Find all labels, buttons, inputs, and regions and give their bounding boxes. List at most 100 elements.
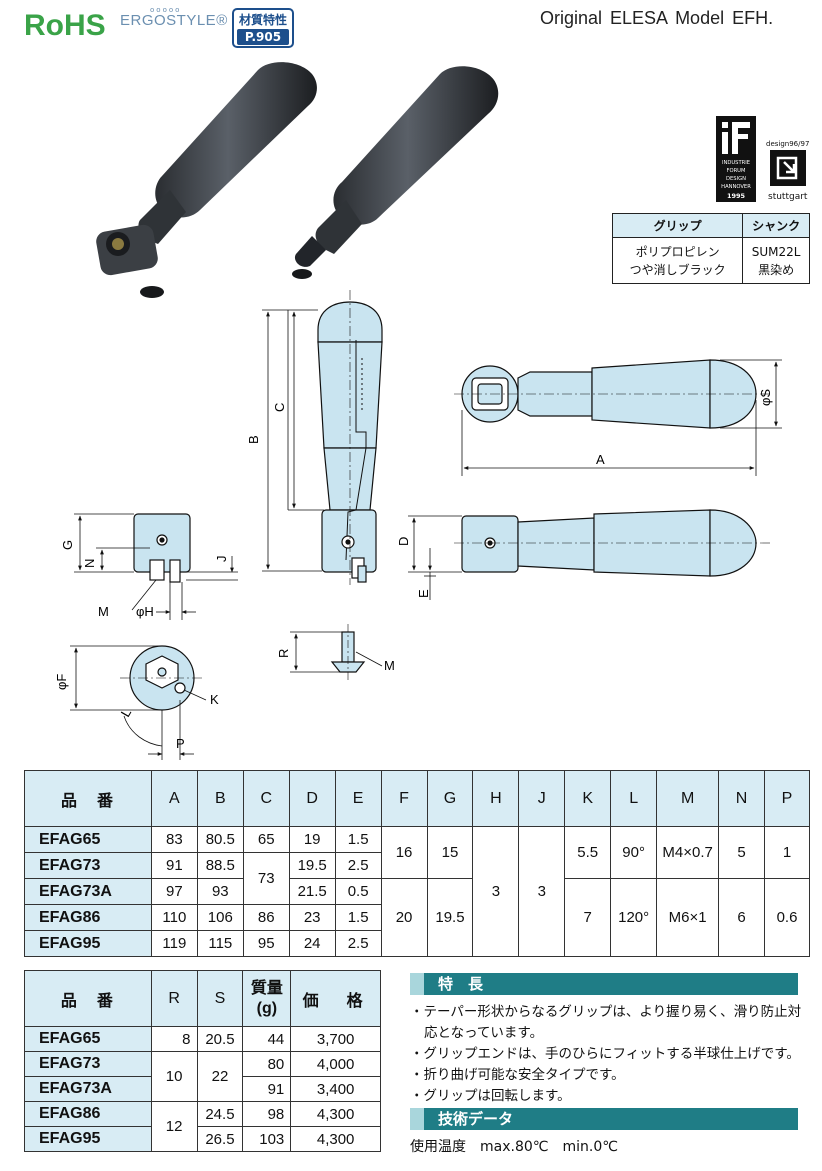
price-mass: 80 xyxy=(242,1051,292,1077)
spec-a: 110 xyxy=(150,904,198,931)
screw-detail xyxy=(330,624,366,680)
spec-m-group1: M4×0.7 xyxy=(656,826,720,879)
dim-m-label: M xyxy=(98,604,109,619)
tech-data-heading: 技術データ xyxy=(410,1108,798,1130)
spec-p-group1: 1 xyxy=(764,826,810,879)
feature-item: グリップエンドは、手のひらにフィットする半球仕上げです。 xyxy=(410,1044,810,1065)
spec-a: 83 xyxy=(150,826,198,853)
spec-row: EFAG73 91 88.5 73 19.5 2.5 xyxy=(24,852,810,905)
spec-l-group1: 90° xyxy=(610,826,658,879)
spec-header-p: P xyxy=(764,770,810,827)
dim-l-label: L xyxy=(118,706,135,720)
dim-m-screw-label: M xyxy=(384,658,395,673)
price-part-number: EFAG73 xyxy=(24,1051,152,1077)
dim-a-label: A xyxy=(596,452,605,467)
spec-header-l: L xyxy=(610,770,658,827)
price-mass: 91 xyxy=(242,1076,292,1102)
feature-item: テーパー形状からなるグリップは、より握り易く、滑り防止対応となっています。 xyxy=(410,1002,810,1044)
price-row: EFAG86 12 24.5 98 4,300 xyxy=(24,1101,381,1152)
spec-header-k: K xyxy=(564,770,612,827)
price-r-merged: 12 xyxy=(150,1101,198,1152)
spec-b: 93 xyxy=(196,878,244,905)
price-mass: 44 xyxy=(242,1026,292,1052)
price-value: 4,300 xyxy=(290,1126,381,1152)
spec-m-group2: M6×1 xyxy=(656,878,720,957)
spec-header-j: J xyxy=(518,770,566,827)
dim-k-label: K xyxy=(210,692,219,707)
dim-g-label: G xyxy=(60,540,75,550)
if-design-award-icon: INDUSTRIE FORUM DESIGN HANNOVER 1995 xyxy=(716,116,756,202)
spec-d: 19.5 xyxy=(288,852,336,879)
spec-e: 2.5 xyxy=(334,852,382,879)
spec-b: 88.5 xyxy=(196,852,244,879)
price-part-number: EFAG95 xyxy=(24,1126,152,1152)
dim-f-label: φF xyxy=(54,674,69,690)
price-s-merged: 22 xyxy=(196,1051,244,1102)
spec-header-a: A xyxy=(150,770,198,827)
spec-header-m: M xyxy=(656,770,720,827)
spec-header-g: G xyxy=(426,770,474,827)
features-list: テーパー形状からなるグリップは、より握り易く、滑り防止対応となっています。 グリ… xyxy=(410,1002,810,1107)
front-elevation xyxy=(317,290,383,585)
stuttgart-award: design96/97 stuttgart xyxy=(766,140,810,202)
spec-h: 3 xyxy=(472,826,520,957)
spec-d: 24 xyxy=(288,930,336,957)
spec-b: 115 xyxy=(196,930,244,957)
feature-item: 折り曲げ可能な安全タイプです。 xyxy=(410,1065,810,1086)
spec-header-d: D xyxy=(288,770,336,827)
dim-b-label: B xyxy=(246,435,261,444)
price-part-number: EFAG73A xyxy=(24,1076,152,1102)
rohs-logo: RoHS xyxy=(24,9,106,40)
material-badge[interactable]: 材質特性 P.905 xyxy=(232,8,294,48)
spec-c: 95 xyxy=(242,930,290,957)
top-dimensions xyxy=(461,359,782,476)
if-line-3: DESIGN xyxy=(726,176,746,182)
spec-l-group2: 120° xyxy=(610,878,658,957)
spec-d: 21.5 xyxy=(288,878,336,905)
tech-data-text: 使用温度 max.80℃ min.0℃ xyxy=(410,1139,618,1155)
spec-b: 80.5 xyxy=(196,826,244,853)
feature-item: グリップは回転します。 xyxy=(410,1086,810,1107)
spec-header-c: C xyxy=(242,770,290,827)
price-header-price: 価 格 xyxy=(290,970,381,1027)
spec-f-group2: 20 xyxy=(380,878,428,957)
stuttgart-caption: design96/97 xyxy=(766,140,810,148)
screw-dimensions xyxy=(290,631,383,673)
material-shank: SUM22L 黒染め xyxy=(742,237,810,284)
material-badge-page: P.905 xyxy=(237,29,289,45)
spec-d: 19 xyxy=(288,826,336,853)
spec-a: 119 xyxy=(150,930,198,957)
price-row: EFAG73A 91 3,400 xyxy=(24,1076,381,1102)
side-view xyxy=(454,509,770,577)
dim-c-label: C xyxy=(272,403,287,412)
price-row: EFAG95 26.5 103 4,300 xyxy=(24,1126,381,1152)
price-header-mass-line1: 質量 xyxy=(250,979,283,997)
spec-f-group1: 16 xyxy=(380,826,428,879)
price-value: 3,700 xyxy=(290,1026,381,1052)
spec-row: EFAG95 119 115 95 24 2.5 xyxy=(24,930,810,957)
price-r: 8 xyxy=(150,1026,198,1052)
spec-part-number: EFAG65 xyxy=(24,826,152,853)
spec-header-b: B xyxy=(196,770,244,827)
price-table: 品 番 R S 質量 (g) 価 格 EFAG65 8 20.5 44 3,70… xyxy=(24,970,381,1152)
material-header-grip: グリップ xyxy=(611,213,744,238)
spec-part-number: EFAG95 xyxy=(24,930,152,957)
spec-row: EFAG73A 97 93 21.5 0.5 20 19.5 7 120° M6… xyxy=(24,878,810,957)
bottom-dimensions xyxy=(70,645,207,760)
price-header-mass-line2: (g) xyxy=(256,999,278,1017)
price-header-r: R xyxy=(150,970,198,1027)
spec-part-number: EFAG73A xyxy=(24,878,152,905)
side-dimensions xyxy=(408,515,462,600)
spec-e: 0.5 xyxy=(334,878,382,905)
bottom-detail xyxy=(120,645,204,711)
spec-n-group2: 6 xyxy=(718,878,765,957)
material-shank-line2: 黒染め xyxy=(758,262,795,277)
spec-header-h: H xyxy=(472,770,520,827)
price-header-pn: 品 番 xyxy=(24,970,152,1027)
spec-row: EFAG65 83 80.5 65 19 1.5 16 15 3 3 5.5 9… xyxy=(24,826,810,957)
price-part-number: EFAG86 xyxy=(24,1101,152,1127)
product-photo-1 xyxy=(96,62,317,298)
price-row: EFAG73 10 22 80 4,000 xyxy=(24,1051,381,1102)
dim-e-label: E xyxy=(416,589,431,598)
price-value: 3,400 xyxy=(290,1076,381,1102)
